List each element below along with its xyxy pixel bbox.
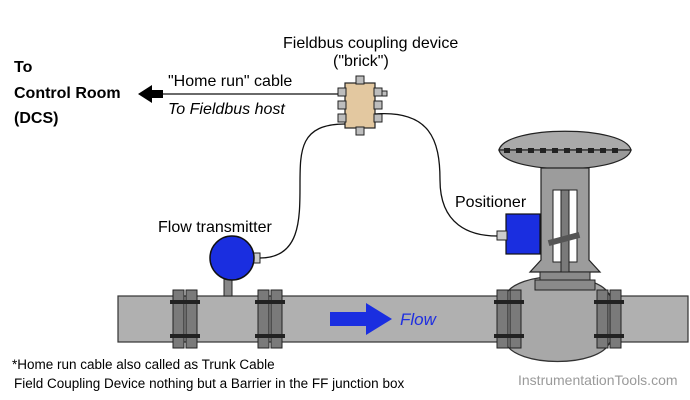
- flow-arrow-icon: [330, 303, 392, 335]
- to-fieldbus-host-label: To Fieldbus host: [168, 101, 285, 118]
- destination-label-line2: Control Room: [14, 85, 121, 102]
- flow-transmitter: [209, 235, 261, 297]
- coupling-device-brick: [337, 75, 388, 136]
- control-valve: [498, 130, 632, 291]
- pipe-flanges: [172, 289, 622, 349]
- coupling-device-label-line2: ("brick"): [333, 53, 389, 70]
- home-run-cable-label: "Home run" cable: [168, 73, 292, 90]
- note-line2: Field Coupling Device nothing but a Barr…: [14, 376, 404, 391]
- pipe: [117, 275, 689, 363]
- positioner-label: Positioner: [455, 194, 527, 211]
- note-line1: *Home run cable also called as Trunk Cab…: [12, 357, 275, 372]
- destination-label-line3: (DCS): [14, 110, 58, 127]
- arrow-left-icon: [138, 85, 163, 103]
- fieldbus-cables: [160, 93, 498, 259]
- watermark: InstrumentationTools.com: [518, 372, 678, 388]
- flow-label: Flow: [400, 310, 438, 329]
- positioner: [496, 213, 541, 255]
- flange-bolts: [170, 300, 624, 338]
- flow-transmitter-label: Flow transmitter: [158, 219, 272, 236]
- destination-label-line1: To: [14, 59, 33, 76]
- coupling-device-label-line1: Fieldbus coupling device: [283, 35, 458, 52]
